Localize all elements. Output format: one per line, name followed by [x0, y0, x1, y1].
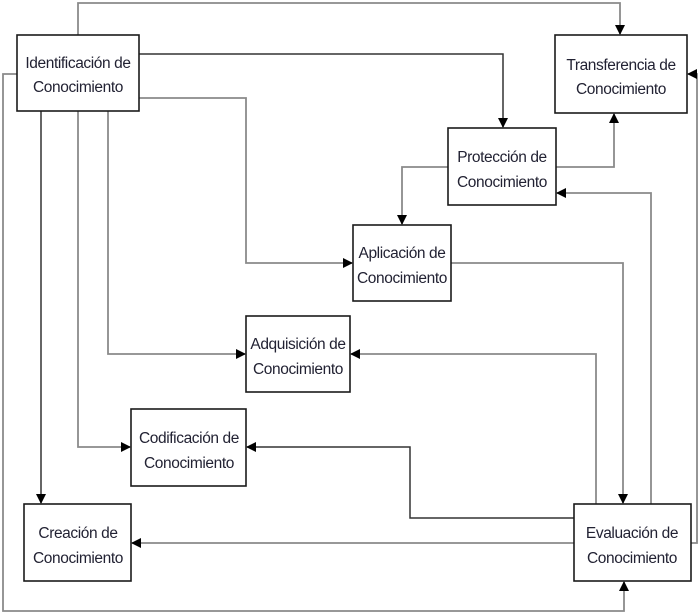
node-creacion: Creación de Conocimiento [23, 503, 132, 582]
node-evaluacion: Evaluación de Conocimiento [573, 503, 692, 582]
edge-evaluacion-adquisicion [350, 349, 597, 504]
node-identificacion: Identificación de Conocimiento [16, 34, 140, 112]
node-label-line1: Transferencia de [566, 57, 675, 74]
node-proteccion: Protección de Conocimiento [447, 127, 557, 206]
node-label-line1: Aplicación de [359, 245, 446, 262]
edge-evaluacion-transferencia [687, 69, 698, 544]
edge-aplicacion-evaluacion [451, 262, 628, 504]
edge-proteccion-transferencia [556, 113, 619, 168]
node-label-line1: Adquisición de [250, 336, 345, 353]
node-label-line1: Codificación de [139, 430, 239, 447]
edge-proteccion-aplicacion [397, 166, 448, 225]
edge-identificacion-adquisicion [107, 111, 246, 359]
edge-identificacion-codificacion [77, 111, 131, 452]
edge-evaluacion-proteccion [556, 188, 652, 504]
edge-identificacion-transferencia [77, 2, 625, 35]
edge-identificacion-aplicacion [139, 97, 353, 268]
edge-evaluacion-codificacion [246, 442, 574, 519]
node-label-line2: Conocimiento [576, 81, 666, 98]
node-label-line2: Conocimiento [357, 270, 447, 287]
node-label-line1: Evaluación de [586, 525, 678, 542]
node-label-line2: Conocimiento [33, 79, 123, 96]
edge-identificacion-evaluacion [2, 73, 629, 612]
node-label-line2: Conocimiento [457, 174, 547, 191]
edge-identificacion-proteccion [139, 53, 508, 128]
node-transferencia: Transferencia de Conocimiento [554, 34, 688, 114]
node-aplicacion: Aplicación de Conocimiento [352, 224, 452, 302]
node-label-line1: Identificación de [25, 55, 130, 72]
node-label-line2: Conocimiento [253, 361, 343, 378]
node-label-line2: Conocimiento [33, 550, 123, 567]
node-label-line2: Conocimiento [144, 455, 234, 472]
node-label-line1: Protección de [457, 149, 547, 166]
node-label-line2: Conocimiento [587, 550, 677, 567]
node-label-line1: Creación de [38, 525, 117, 542]
node-codificacion: Codificación de Conocimiento [130, 408, 247, 487]
node-adquisicion: Adquisición de Conocimiento [245, 315, 351, 393]
